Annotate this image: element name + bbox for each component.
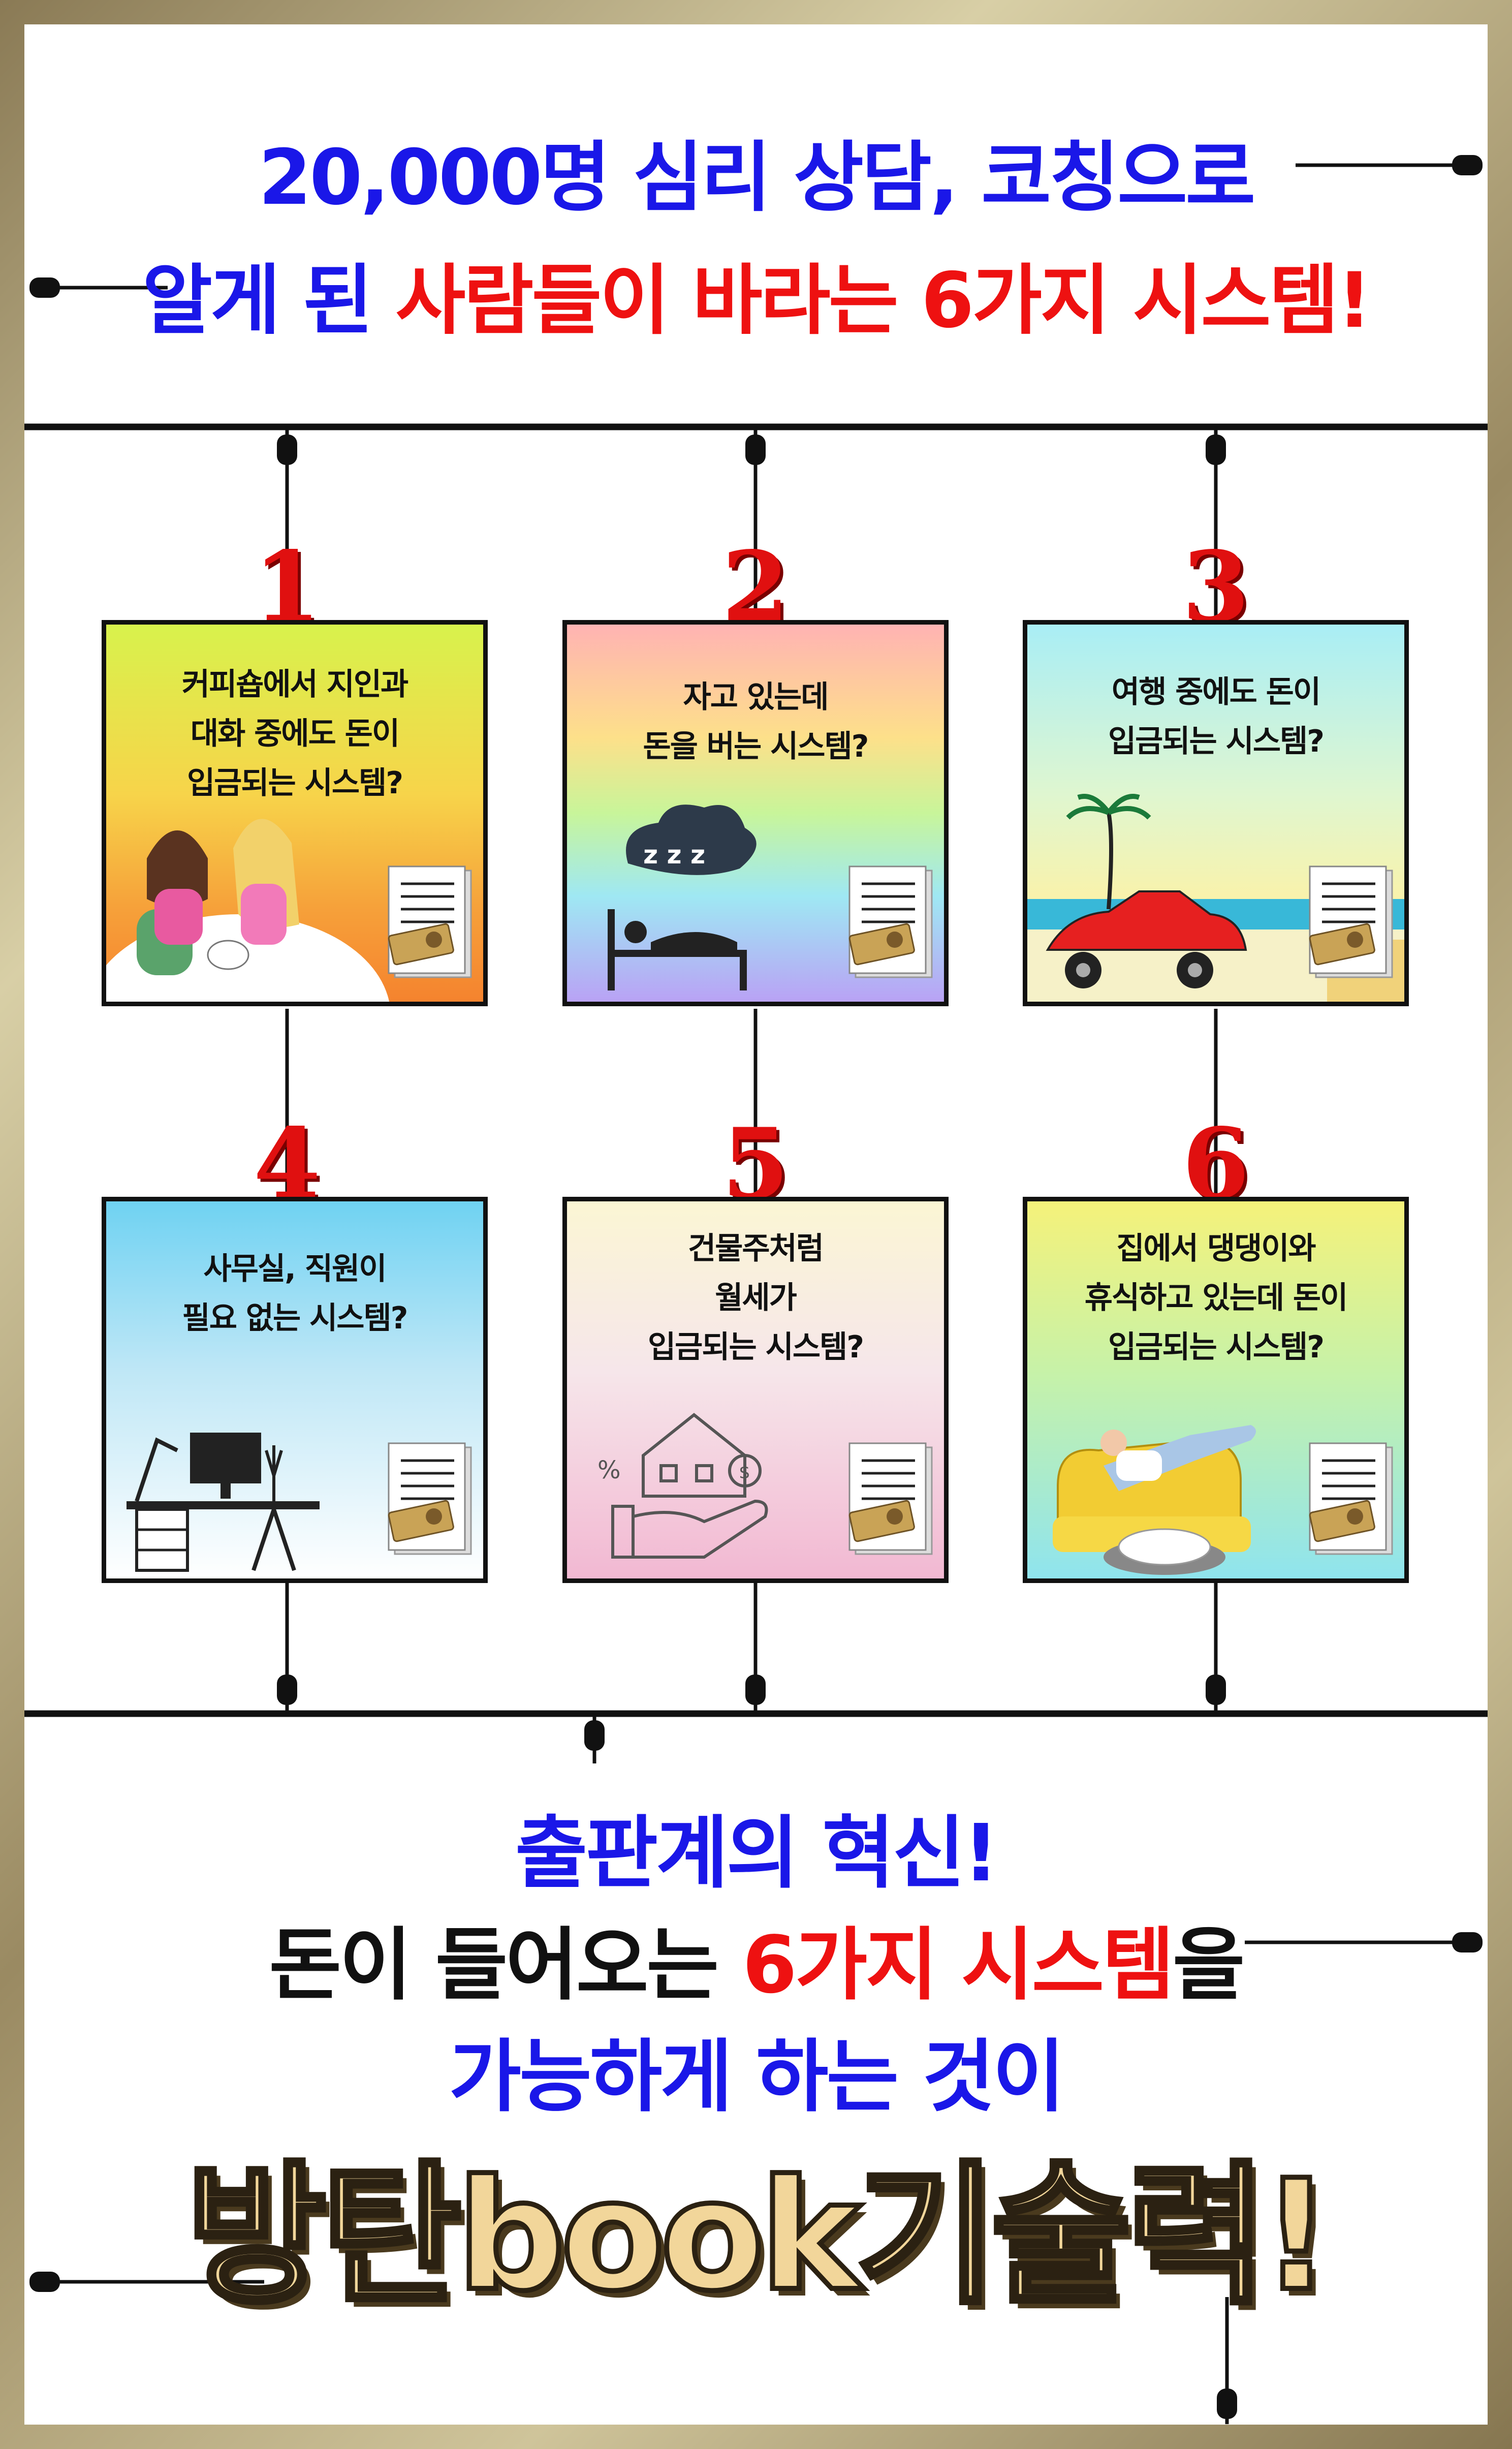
office-desk-icon bbox=[127, 1433, 320, 1572]
header-line-2-blue: 알게 된 bbox=[142, 257, 396, 345]
footer-line-2-black-b: 을 bbox=[1172, 1919, 1245, 2011]
footer-line-3: 가능하게 하는 것이 bbox=[449, 2031, 1065, 2123]
money-document-icon bbox=[1309, 865, 1393, 978]
header-line-1: 20,000명 심리 상담, 코칭으로 bbox=[258, 134, 1255, 222]
svg-text:%: % bbox=[597, 1456, 621, 1484]
footer-line-1: 출판계의 혁신! bbox=[515, 1807, 999, 1899]
system-number-1: 1 bbox=[253, 530, 321, 643]
system-card-4-text: 사무실, 직원이 필요 없는 시스템? bbox=[182, 1251, 408, 1337]
system-card-3: 여행 중에도 돈이 입금되는 시스템? bbox=[1023, 620, 1409, 1006]
system-card-4: 사무실, 직원이 필요 없는 시스템? bbox=[102, 1197, 488, 1583]
system-card-5: % $ 건물주처럼 월세가 입금되는 시스템? bbox=[562, 1197, 949, 1583]
system-card-2-text: 자고 있는데 돈을 버는 시스템? bbox=[643, 679, 869, 765]
brand-title: 방탄book기술력! bbox=[183, 2147, 1333, 2324]
system-card-6: 집에서 댕댕이와 휴식하고 있는데 돈이 입금되는 시스템? bbox=[1023, 1197, 1409, 1583]
money-document-icon bbox=[1309, 1442, 1393, 1555]
svg-text:z z z: z z z bbox=[643, 840, 705, 870]
system-card-1-text: 커피숍에서 지인과 대화 중에도 돈이 입금되는 시스템? bbox=[181, 667, 409, 801]
money-document-icon bbox=[848, 1442, 933, 1555]
money-document-icon bbox=[388, 1442, 472, 1555]
system-number-5: 5 bbox=[721, 1107, 790, 1220]
sleeping-bed-icon: z z z bbox=[608, 804, 757, 990]
system-number-3: 3 bbox=[1182, 530, 1250, 643]
svg-text:$: $ bbox=[739, 1462, 750, 1483]
money-document-icon bbox=[848, 865, 933, 978]
relaxing-sofa-illustration bbox=[1053, 1425, 1256, 1575]
system-number-2: 2 bbox=[721, 530, 790, 643]
system-number-4: 4 bbox=[253, 1107, 321, 1220]
money-document-icon bbox=[388, 865, 472, 978]
house-hand-icon: % $ bbox=[597, 1413, 768, 1559]
footer-line-2: 돈이 들어오는 6가지 시스템을 bbox=[0, 1901, 1512, 2015]
system-card-1: 커피숍에서 지인과 대화 중에도 돈이 입금되는 시스템? bbox=[102, 620, 488, 1006]
system-card-6-text: 집에서 댕댕이와 휴식하고 있는데 돈이 입금되는 시스템? bbox=[1084, 1231, 1348, 1366]
system-card-5-text: 건물주처럼 월세가 입금되는 시스템? bbox=[647, 1231, 864, 1366]
system-card-3-text: 여행 중에도 돈이 입금되는 시스템? bbox=[1108, 674, 1325, 760]
footer-line-2-red: 6가지 시스템 bbox=[742, 1919, 1175, 2011]
footer-line-2-black-a: 돈이 들어오는 bbox=[269, 1919, 743, 2011]
system-card-2: z z z 자고 있는데 돈을 버는 시스템? bbox=[562, 620, 949, 1006]
header-line-2: 알게 된 사람들이 바라는 6가지 시스템! bbox=[0, 239, 1512, 349]
cafe-women-illustration bbox=[106, 819, 389, 1002]
header-line-2-red: 사람들이 바라는 6가지 시스템! bbox=[395, 257, 1372, 345]
system-number-6: 6 bbox=[1182, 1107, 1250, 1220]
